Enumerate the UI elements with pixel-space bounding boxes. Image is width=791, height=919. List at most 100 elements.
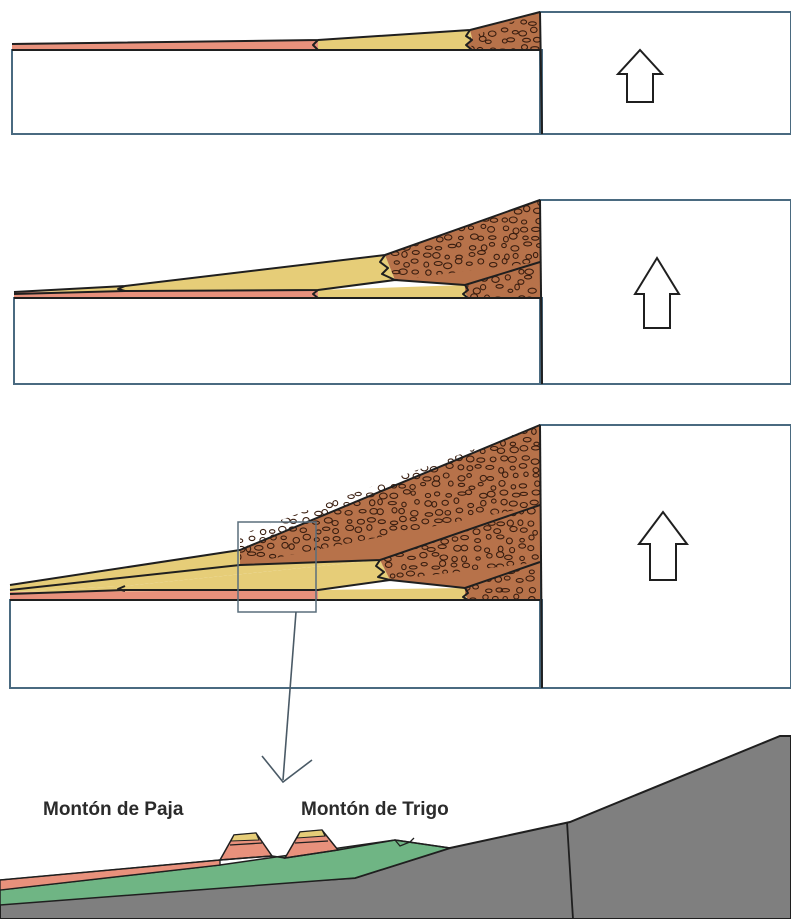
pebble xyxy=(424,207,433,214)
pebble xyxy=(519,527,528,533)
pebble xyxy=(379,425,385,428)
pebble xyxy=(240,446,245,453)
pebble xyxy=(527,21,537,26)
pebble xyxy=(354,526,363,534)
pebble xyxy=(509,546,516,554)
pebble xyxy=(343,472,350,479)
pebble xyxy=(268,448,276,454)
pebble xyxy=(315,425,321,428)
pebble xyxy=(476,19,484,27)
pebble xyxy=(397,425,408,426)
pebble xyxy=(510,48,517,50)
pebble xyxy=(490,498,497,504)
pebble xyxy=(415,225,423,231)
pebble xyxy=(463,13,469,18)
pebble xyxy=(400,209,407,216)
pebble xyxy=(419,435,428,443)
pebble xyxy=(520,219,528,225)
pebble xyxy=(498,467,505,474)
pebble xyxy=(404,200,412,203)
pebble xyxy=(309,499,319,508)
pebble xyxy=(343,425,350,427)
pebble xyxy=(357,535,366,542)
layer-boundaries xyxy=(9,424,543,689)
pebble xyxy=(385,217,390,223)
pebble xyxy=(245,428,252,435)
pebble xyxy=(422,252,432,258)
pebble xyxy=(266,465,275,471)
pebble xyxy=(378,202,384,207)
basin-block xyxy=(13,297,543,385)
pebble xyxy=(368,445,378,451)
pebble xyxy=(531,235,540,241)
pebble xyxy=(523,241,533,247)
pebble xyxy=(401,472,410,480)
pebble xyxy=(487,30,497,37)
pebble xyxy=(510,245,520,252)
pebble xyxy=(438,560,447,567)
pebble xyxy=(300,447,308,452)
pebble xyxy=(420,464,429,472)
pebble xyxy=(302,544,312,552)
pebble xyxy=(456,216,466,222)
sandstone-upper-band xyxy=(10,560,380,592)
pebble xyxy=(400,447,411,455)
pebble xyxy=(366,524,373,531)
pebble xyxy=(385,438,396,446)
pebble xyxy=(297,465,308,472)
pebble xyxy=(276,511,285,517)
pebble xyxy=(259,528,267,536)
pebble xyxy=(477,235,485,241)
pebble xyxy=(465,455,475,463)
pebble xyxy=(281,541,289,549)
pebble xyxy=(523,471,529,478)
up-arrow-icon xyxy=(615,48,665,103)
pebble xyxy=(303,491,312,497)
pebble xyxy=(412,420,418,424)
stage-3 xyxy=(9,420,791,689)
pebble xyxy=(282,438,289,444)
pebble xyxy=(280,535,287,541)
pebble xyxy=(477,12,485,17)
pebble xyxy=(247,526,254,532)
pebble xyxy=(508,425,517,426)
pebble xyxy=(473,545,482,552)
basin-block xyxy=(9,599,543,689)
pebble xyxy=(333,449,342,455)
pebble xyxy=(495,587,504,593)
pebble xyxy=(461,555,468,563)
pebble xyxy=(392,242,402,249)
pebble xyxy=(401,250,408,258)
pebble xyxy=(537,200,540,207)
detail-top-boundary xyxy=(0,839,451,881)
pebble xyxy=(508,232,518,240)
pebble xyxy=(471,564,479,571)
pebble xyxy=(357,449,367,455)
pebble xyxy=(337,425,345,427)
mudstone-layer xyxy=(10,590,318,600)
pebble xyxy=(411,250,420,255)
pebble xyxy=(469,200,479,207)
pebble xyxy=(280,484,287,491)
pebble xyxy=(502,595,508,600)
pebble xyxy=(479,284,487,291)
pebble xyxy=(311,490,320,497)
pebble xyxy=(391,269,401,275)
pebble xyxy=(470,293,479,298)
pebble xyxy=(344,509,353,516)
pebble xyxy=(443,234,453,241)
pebble xyxy=(404,234,411,240)
pebble xyxy=(480,223,487,230)
pebble xyxy=(240,471,243,479)
pebble xyxy=(493,528,502,535)
pebble xyxy=(324,473,331,478)
pebble xyxy=(243,447,253,452)
pebble xyxy=(488,235,497,240)
pebble xyxy=(426,547,436,552)
pebble xyxy=(484,39,492,45)
pebble xyxy=(434,218,444,225)
pebble xyxy=(233,421,238,426)
pebble xyxy=(467,509,474,516)
pebble xyxy=(411,216,421,222)
pebble xyxy=(511,492,521,498)
